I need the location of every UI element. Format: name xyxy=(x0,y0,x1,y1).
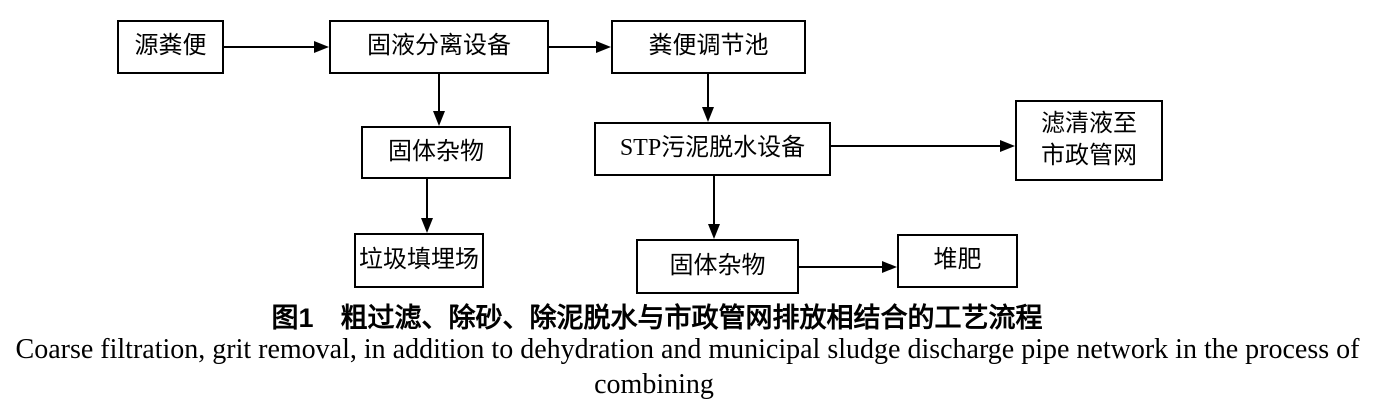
arrow-solids2-to-compost-line xyxy=(799,266,883,268)
figure-caption-zh: 图1 粗过滤、除砂、除泥脱水与市政管网排放相结合的工艺流程 xyxy=(271,303,1043,333)
arrow-right-head-icon xyxy=(1000,140,1015,152)
node-landfill: 垃圾填埋场 xyxy=(354,233,484,288)
arrow-down-head-icon xyxy=(708,224,720,239)
arrow-separator-to-solids1-line xyxy=(438,74,440,112)
node-solid-liquid-separation: 固液分离设备 xyxy=(329,20,549,74)
arrow-right-head-icon xyxy=(596,41,611,53)
arrow-stp-to-solids2-line xyxy=(713,176,715,225)
arrow-solids1-to-landfill-line xyxy=(426,179,428,219)
arrow-down-head-icon xyxy=(702,107,714,122)
node-stp-sludge-dewatering: STP污泥脱水设备 xyxy=(594,122,831,176)
arrow-down-head-icon xyxy=(433,111,445,126)
node-solid-debris-2: 固体杂物 xyxy=(636,239,799,294)
arrow-regulating-to-stp-line xyxy=(707,74,709,108)
arrow-source-to-separator-line xyxy=(224,46,315,48)
figure-caption-en-line2: combining xyxy=(594,369,714,400)
node-feces-regulating-tank: 粪便调节池 xyxy=(611,20,806,74)
arrow-right-head-icon xyxy=(882,261,897,273)
node-solid-debris-1: 固体杂物 xyxy=(361,126,511,179)
figure-caption-en-line1: Coarse filtration, grit removal, in addi… xyxy=(15,334,1360,365)
node-source-feces: 源粪便 xyxy=(117,20,224,74)
arrow-down-head-icon xyxy=(421,218,433,233)
node-filtrate-to-municipal-network: 滤清液至 市政管网 xyxy=(1015,100,1163,181)
node-compost: 堆肥 xyxy=(897,234,1018,288)
arrow-separator-to-regulating-line xyxy=(549,46,597,48)
arrow-right-head-icon xyxy=(314,41,329,53)
arrow-stp-to-filtrate-line xyxy=(831,145,1001,147)
